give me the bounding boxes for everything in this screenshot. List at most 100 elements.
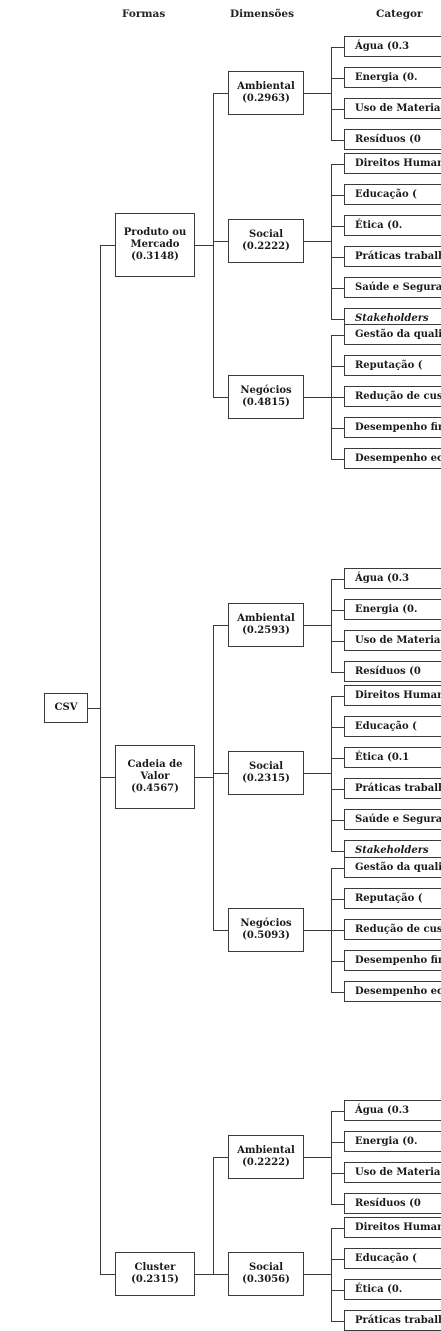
- connector-line: [331, 788, 344, 790]
- category-box: Redução de cus: [344, 919, 441, 940]
- connector-line: [331, 867, 332, 993]
- category-box: Energia (0.: [344, 599, 441, 620]
- connector-line: [213, 929, 228, 931]
- category-box: Direitos Human: [344, 153, 441, 174]
- header-formas: Formas: [122, 8, 166, 20]
- category-box: Desempenho finar: [344, 950, 441, 971]
- category-box: Gestão da qualid: [344, 857, 441, 878]
- category-box: Práticas trabalhi: [344, 778, 441, 799]
- connector-line: [331, 194, 344, 196]
- forma-box: Cadeia de Valor (0.4567): [115, 745, 195, 810]
- connector-line: [195, 1274, 213, 1275]
- dimension-box: Social (0.3056): [228, 1252, 304, 1296]
- category-box: Uso de Materia: [344, 630, 441, 651]
- connector-line: [195, 244, 213, 246]
- connector-line: [304, 625, 331, 626]
- connector-line: [331, 318, 344, 320]
- connector-line: [331, 991, 344, 993]
- connector-line: [331, 334, 344, 336]
- category-box: Água (0.3: [344, 568, 441, 589]
- connector-line: [304, 1157, 331, 1158]
- connector-line: [331, 139, 344, 141]
- category-box: Saúde e Segura: [344, 809, 441, 830]
- connector-line: [331, 850, 344, 852]
- connector-line: [331, 334, 332, 460]
- connector-line: [331, 77, 344, 79]
- connector-line: [331, 960, 344, 962]
- connector-line: [304, 396, 331, 398]
- connector-line: [331, 46, 332, 141]
- connector-line: [331, 365, 344, 367]
- connector-line: [304, 773, 331, 774]
- category-box: Reputação (: [344, 355, 441, 376]
- connector-line: [331, 1203, 344, 1205]
- category-box: Educação (: [344, 716, 441, 737]
- category-box: Desempenho econ: [344, 448, 441, 469]
- connector-line: [213, 396, 228, 398]
- category-box: Reputação (: [344, 888, 441, 909]
- connector-line: [331, 225, 344, 227]
- connector-line: [331, 108, 344, 110]
- connector-line: [331, 1227, 332, 1322]
- connector-line: [304, 929, 331, 931]
- dimension-box: Negócios (0.4815): [228, 374, 304, 419]
- connector-line: [331, 1172, 344, 1174]
- connector-line: [331, 757, 344, 759]
- category-box: Direitos Human: [344, 1217, 441, 1238]
- connector-line: [304, 1274, 331, 1275]
- connector-line: [331, 609, 344, 611]
- category-box: Direitos Human: [344, 685, 441, 706]
- forma-box: Produto ou Mercado (0.3148): [115, 212, 195, 277]
- header-dimensoes: Dimensões: [230, 8, 295, 20]
- connector-line: [100, 244, 101, 1275]
- connector-line: [213, 1157, 228, 1158]
- category-box: Ética (0.1: [344, 747, 441, 768]
- category-box: Resíduos (0: [344, 129, 441, 150]
- connector-line: [331, 898, 344, 900]
- dimension-box: Ambiental (0.2222): [228, 1135, 304, 1179]
- connector-line: [331, 867, 344, 869]
- connector-line: [213, 773, 228, 774]
- category-box: Água (0.3: [344, 36, 441, 57]
- connector-line: [213, 241, 228, 242]
- connector-line: [331, 1110, 344, 1112]
- forma-box: Cluster (0.2315): [115, 1252, 195, 1296]
- connector-line: [331, 1110, 332, 1205]
- dimension-box: Social (0.2315): [228, 751, 304, 795]
- root-csv-box: CSV: [44, 693, 88, 723]
- connector-line: [331, 726, 344, 728]
- connector-line: [331, 1141, 344, 1143]
- category-box: Práticas trabalhi: [344, 246, 441, 267]
- connector-line: [331, 163, 344, 165]
- connector-line: [331, 1258, 344, 1260]
- category-box: Práticas trabalhi: [344, 1310, 441, 1331]
- category-box: Energia (0.: [344, 67, 441, 88]
- connector-line: [331, 1320, 344, 1322]
- dimension-box: Ambiental (0.2593): [228, 603, 304, 647]
- connector-line: [331, 1289, 344, 1291]
- connector-line: [331, 929, 344, 931]
- connector-line: [213, 1274, 228, 1275]
- category-box: Desempenho finar: [344, 417, 441, 438]
- connector-line: [331, 578, 332, 673]
- connector-line: [213, 93, 214, 398]
- category-box: Gestão da qualid: [344, 324, 441, 345]
- category-box: Resíduos (0: [344, 1193, 441, 1214]
- connector-line: [213, 625, 228, 626]
- category-box: Educação (: [344, 1248, 441, 1269]
- category-box: Água (0.3: [344, 1100, 441, 1121]
- category-box: Desempenho econ: [344, 981, 441, 1002]
- connector-line: [100, 1274, 115, 1275]
- connector-line: [331, 640, 344, 642]
- category-box: Uso de Materia: [344, 98, 441, 119]
- dimension-box: Social (0.2222): [228, 219, 304, 263]
- dimension-box: Ambiental (0.2963): [228, 71, 304, 115]
- category-box: Resíduos (0: [344, 661, 441, 682]
- connector-line: [195, 777, 213, 779]
- connector-line: [331, 671, 344, 673]
- category-box: Uso de Materia: [344, 1162, 441, 1183]
- category-box: Educação (: [344, 184, 441, 205]
- connector-line: [213, 93, 228, 94]
- connector-line: [331, 396, 344, 398]
